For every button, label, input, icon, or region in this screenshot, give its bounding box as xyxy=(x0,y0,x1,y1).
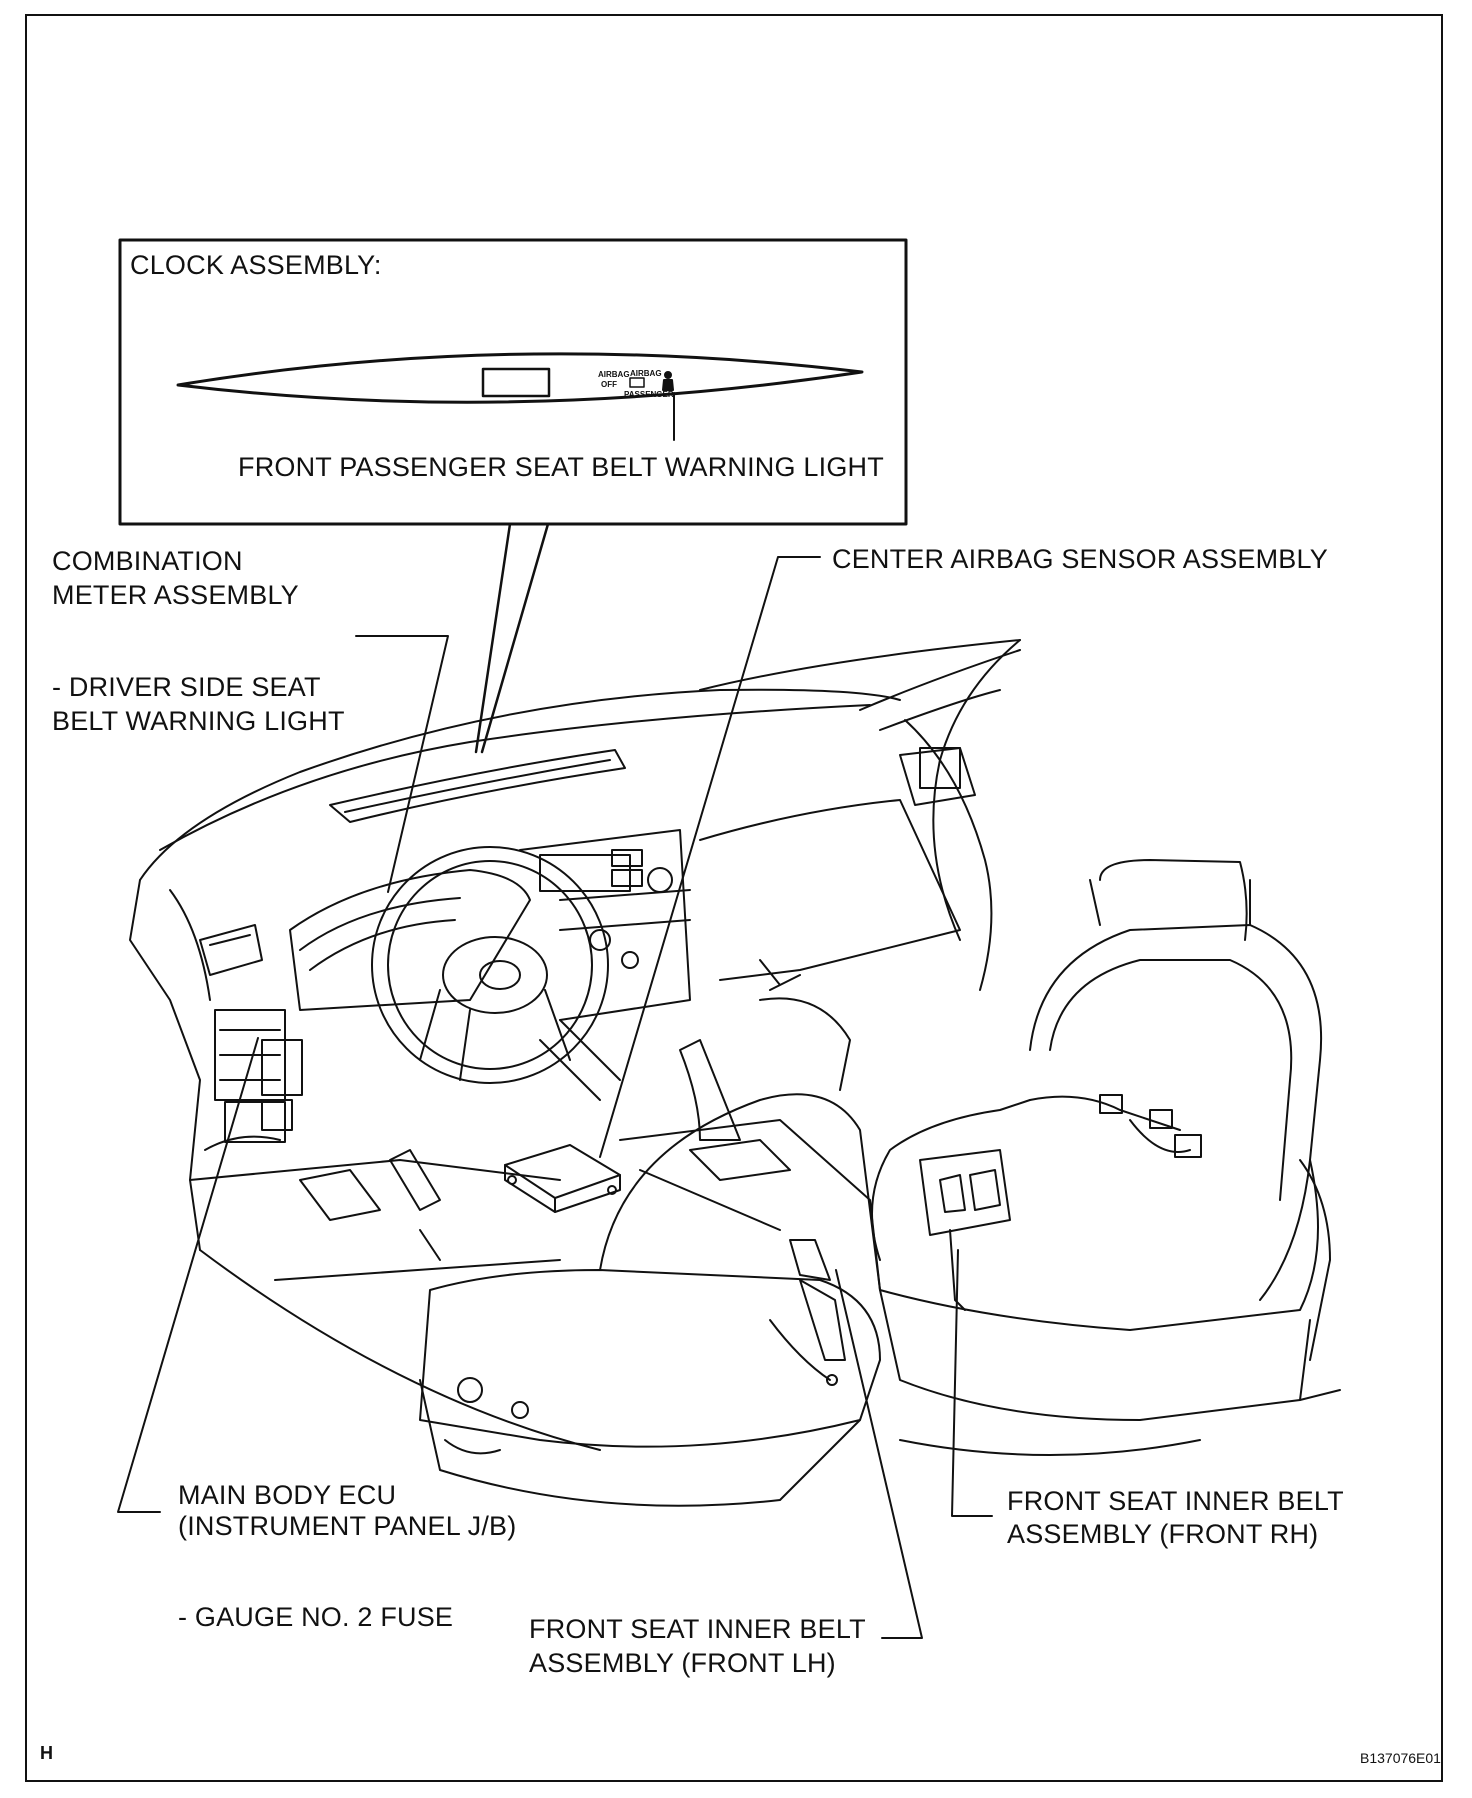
figure-code: B137076E01 xyxy=(1360,1750,1441,1766)
gauge-fuse-label: - GAUGE NO. 2 FUSE xyxy=(178,1602,454,1632)
driver-side-label-line1: - DRIVER SIDE SEAT xyxy=(52,672,321,702)
main-body-ecu-leader xyxy=(117,1037,259,1513)
combination-meter-label-line2: METER ASSEMBLY xyxy=(52,580,299,610)
main-body-ecu xyxy=(204,1009,303,1151)
center-airbag-leader xyxy=(599,556,821,1158)
center-airbag-sensor-label: CENTER AIRBAG SENSOR ASSEMBLY xyxy=(832,544,1328,574)
driver-side-label-line2: BELT WARNING LIGHT xyxy=(52,706,345,736)
clock-assembly-label: CLOCK ASSEMBLY: xyxy=(130,250,382,280)
combination-meter-label-line1: COMBINATION xyxy=(52,546,243,576)
inner-belt-lh-label-line2: ASSEMBLY (FRONT LH) xyxy=(529,1648,836,1678)
combination-meter-leader xyxy=(355,635,449,893)
airbag-on-icon xyxy=(629,377,645,388)
inner-belt-lh-label-line1: FRONT SEAT INNER BELT xyxy=(529,1614,866,1644)
figure-frame xyxy=(25,14,1443,1782)
svg-text:PASSENGER: PASSENGER xyxy=(624,390,674,399)
inner-belt-lh xyxy=(769,1239,846,1386)
inner-belt-rh-leader xyxy=(951,1249,993,1517)
main-body-ecu-label-line1: MAIN BODY ECU xyxy=(178,1480,397,1510)
inner-belt-lh-leader xyxy=(835,1269,923,1639)
svg-text:AIRBAG: AIRBAG xyxy=(630,369,662,378)
clock-callout-box xyxy=(118,238,908,526)
dashboard-art xyxy=(129,639,1341,1507)
clock-shape xyxy=(176,352,864,404)
inner-belt-rh xyxy=(871,1094,1202,1311)
inner-belt-rh-label-line1: FRONT SEAT INNER BELT xyxy=(1007,1486,1344,1516)
inner-belt-rh-label-line2: ASSEMBLY (FRONT RH) xyxy=(1007,1519,1319,1549)
svg-text:OFF: OFF xyxy=(601,380,617,389)
center-airbag-sensor xyxy=(504,1144,621,1213)
svg-text:AIRBAG: AIRBAG xyxy=(598,370,630,379)
seat-belt-indicator-icon xyxy=(662,371,674,391)
main-body-ecu-label-line2: (INSTRUMENT PANEL J/B) xyxy=(178,1511,517,1541)
front-passenger-warning-label: FRONT PASSENGER SEAT BELT WARNING LIGHT xyxy=(238,452,884,482)
clock-display xyxy=(481,367,551,398)
corner-letter: H xyxy=(40,1743,54,1763)
